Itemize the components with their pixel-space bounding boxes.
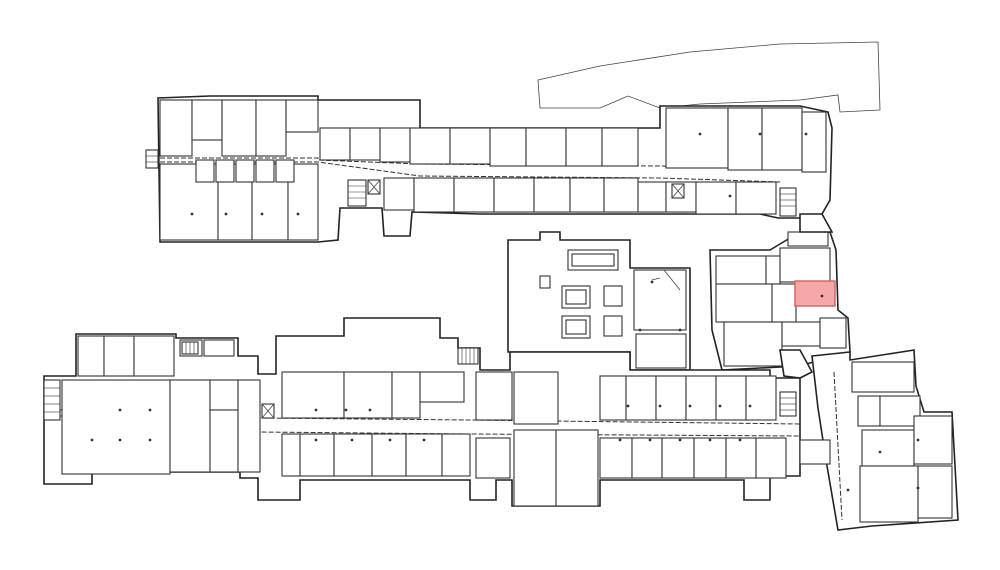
stair-north-2 <box>779 187 797 217</box>
lift-south-1 <box>261 403 275 419</box>
south-wing <box>43 317 801 507</box>
stair-north-1 <box>347 179 367 207</box>
fixture-markers <box>90 132 920 492</box>
lift-north-1 <box>367 179 381 195</box>
southeast-wing <box>799 349 959 531</box>
stair-south-2 <box>457 347 479 365</box>
stair-south-3 <box>779 391 797 417</box>
east-block <box>709 231 851 371</box>
stair-north-west <box>145 149 159 169</box>
courtyard-block <box>507 231 691 371</box>
site-outline <box>537 41 881 113</box>
stair-south-west <box>43 379 61 421</box>
highlighted-room[interactable] <box>794 280 836 307</box>
north-wing <box>145 95 833 243</box>
stair-south-1 <box>181 341 199 355</box>
lift-north-2 <box>671 183 685 199</box>
